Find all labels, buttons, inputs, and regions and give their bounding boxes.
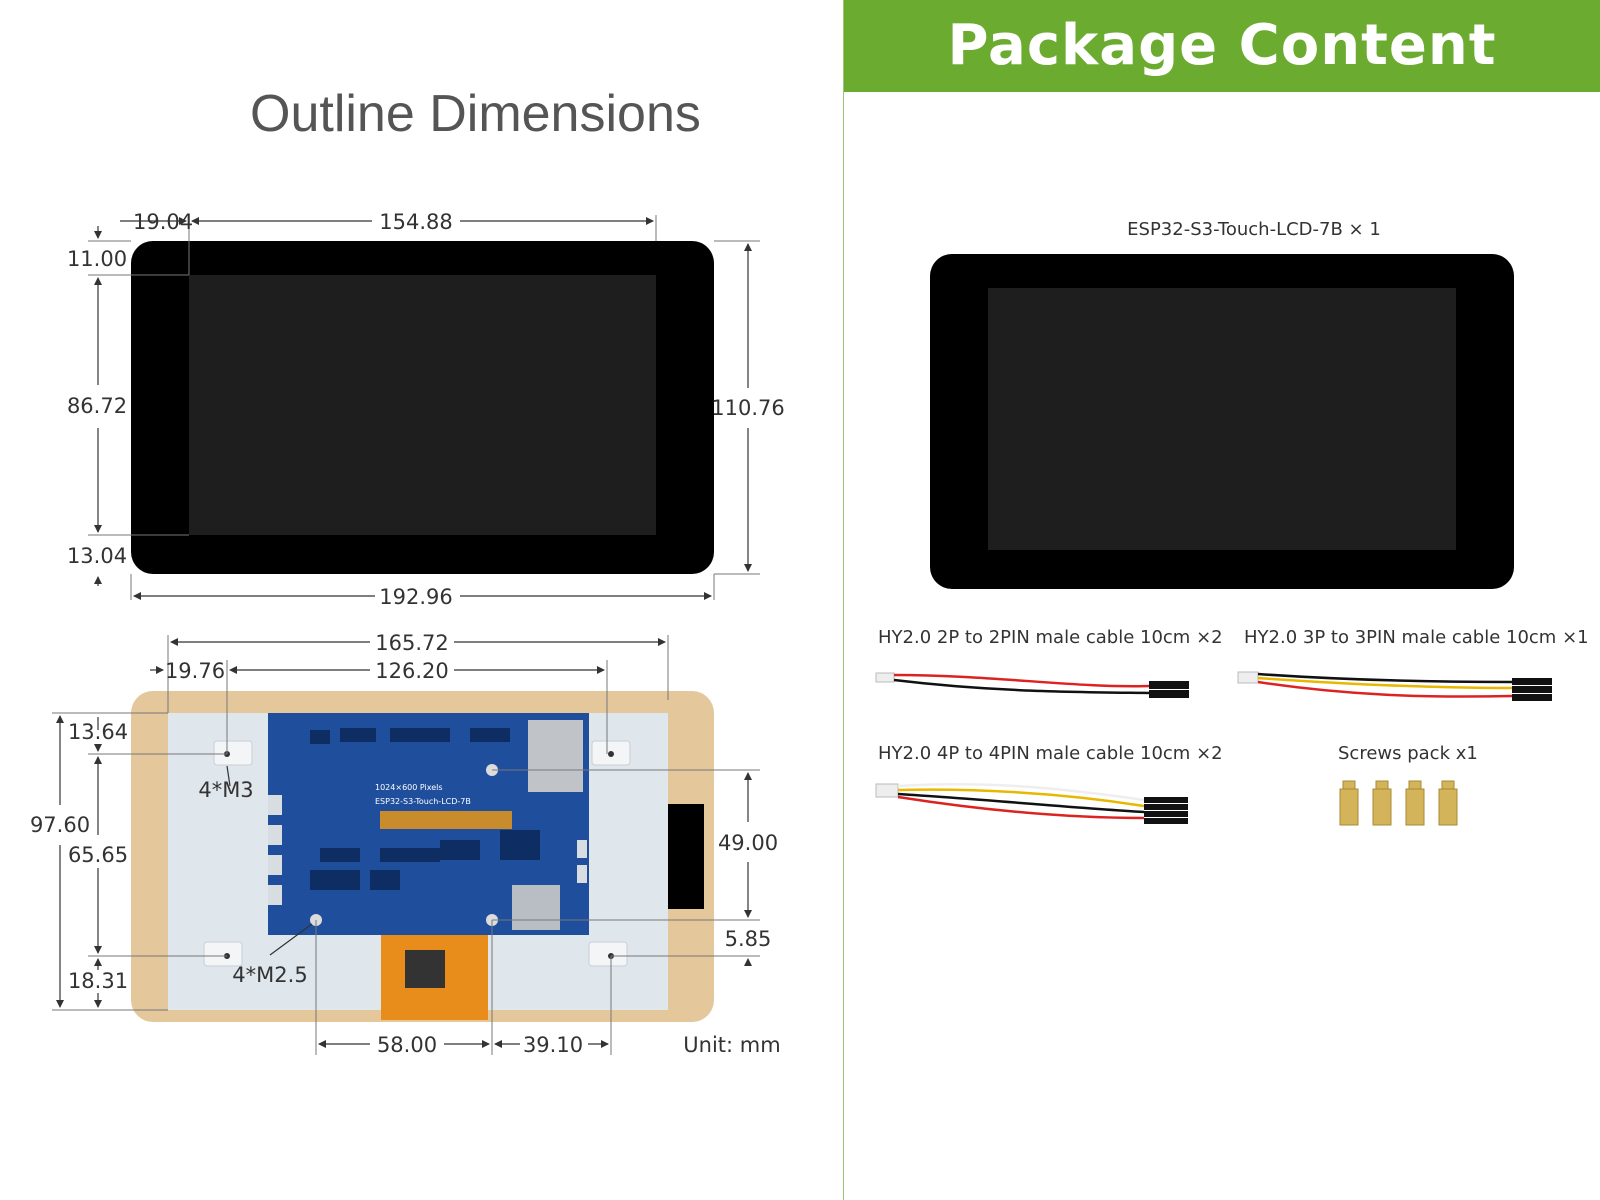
dim-inner-hole-span: 126.20 [375,659,448,683]
cable-2p-image [875,672,1189,698]
dim-right-offset: 39.10 [523,1033,583,1057]
item-label-3p-cable: HY2.0 3P to 3PIN male cable 10cm ×1 [1244,627,1589,648]
unit-label: Unit: mm [683,1033,780,1057]
dim-bezel-top: 11.00 [67,247,127,271]
dim-bezel-left: 19.04 [133,210,193,234]
dim-bottom-offset: 18.31 [68,969,128,993]
pcb-fpc-connector [380,811,512,829]
esp32-module [528,720,583,792]
outline-dimensions-panel: Outline Dimensions [29,85,785,1057]
item-label-screws: Screws pack x1 [1338,743,1478,764]
dim-board-hole-horizontal: 58.00 [377,1033,437,1057]
mount-tab [588,941,628,967]
sd-card-slot [512,885,560,930]
cable-3p-image [1237,671,1552,701]
dim-screen-height: 86.72 [67,394,127,418]
screws-image [1339,780,1458,826]
item-label-display: ESP32-S3-Touch-LCD-7B × 1 [1127,219,1381,240]
front-view: 19.04 154.88 11.00 86.72 110.76 13.04 19… [67,210,785,609]
panel-divider [843,0,844,1200]
item-label-4p-cable: HY2.0 4P to 4PIN male cable 10cm ×2 [878,743,1223,764]
dim-screen-width: 154.88 [379,210,452,234]
dim-hole-offset-left: 19.76 [165,659,225,683]
dim-outer-hole-span: 165.72 [375,631,448,655]
mount-tab [203,941,243,967]
dim-back-total-height: 97.60 [30,813,90,837]
dim-bottom-right-offset: 5.85 [725,927,772,951]
package-header-bar: Package Content [844,0,1600,92]
package-content-title: Package Content [947,13,1497,78]
package-content-panel: Package Content ESP32-S3-Touch-LCD-7B × … [844,0,1600,1200]
dim-top-offset: 13.64 [68,720,128,744]
front-top-strip [189,241,656,275]
cable-4p-image [875,782,1188,824]
mount-tab [213,740,253,766]
item-label-2p-cable: HY2.0 2P to 2PIN male cable 10cm ×2 [878,627,1223,648]
display-product-image [930,254,1514,589]
touch-ic [405,950,445,988]
label-m3-holes: 4*M3 [198,778,253,802]
pcb-resolution-text: 1024×600 Pixels [375,783,443,792]
side-connector [668,804,704,909]
front-screen [189,275,656,535]
pcb-model-text: ESP32-S3-Touch-LCD-7B [375,797,471,806]
package-illustrations [875,254,1552,826]
dim-board-hole-vertical: 49.00 [718,831,778,855]
dim-total-height: 110.76 [711,396,784,420]
dim-hole-vertical-span: 65.65 [68,843,128,867]
outline-dimensions-title: Outline Dimensions [250,85,701,143]
dim-bezel-bottom: 13.04 [67,544,127,568]
dimension-drawing: 19.04 154.88 11.00 86.72 110.76 13.04 19… [30,210,785,1057]
dim-total-width: 192.96 [379,585,452,609]
back-view: 1024×600 Pixels ESP32-S3-Touch-LCD-7B [30,631,781,1057]
label-m25-holes: 4*M2.5 [232,963,307,987]
